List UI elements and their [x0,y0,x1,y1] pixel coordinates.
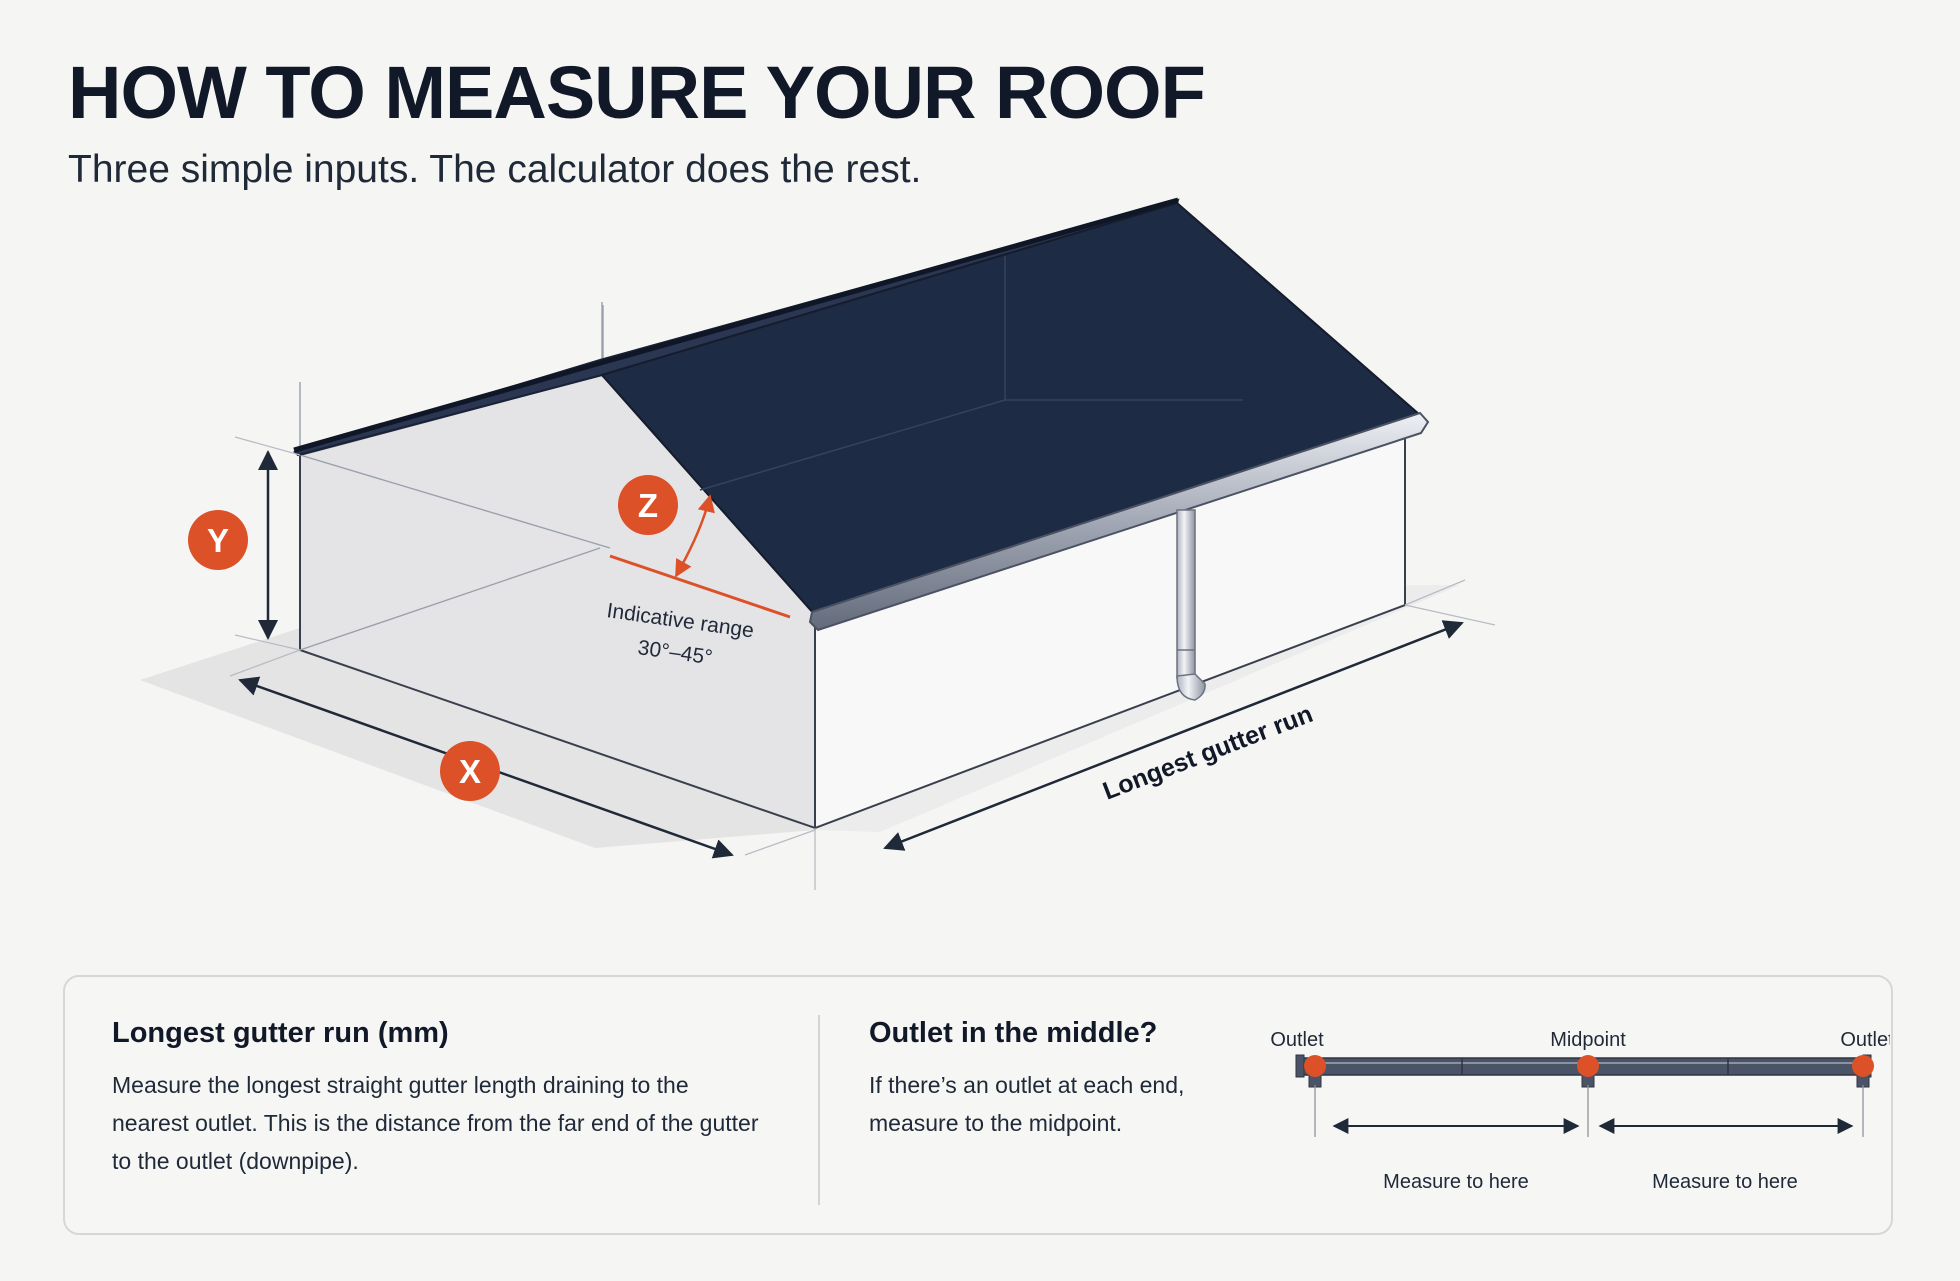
gutter [808,411,1430,632]
z-badge [618,475,678,535]
dimension-x: X [238,676,734,859]
gutter-outlet-diagram: Outlet Midpoint Outlet Mea [1270,1029,1890,1193]
page-title: HOW TO MEASURE YOUR ROOF [68,51,1206,134]
card-divider [818,1015,820,1205]
left-measure-label: Measure to here [1383,1171,1529,1193]
x-badge-label: X [459,753,481,790]
outlet-middle-title: Outlet in the middle? [869,1017,1158,1049]
x-badge [440,741,500,801]
right-measure-label: Measure to here [1652,1171,1798,1193]
gutter-run-description: Measure the longest straight gutter leng… [112,1072,759,1174]
outlet-middle-description: If there’s an outlet at each end, measur… [869,1072,1185,1136]
midpoint-marker [1577,1055,1599,1077]
right-outlet-marker [1852,1055,1874,1077]
info-card: Longest gutter run (mm) Measure the long… [63,975,1893,1235]
right-outlet-label: Outlet [1840,1029,1890,1051]
midpoint-label: Midpoint [1550,1029,1626,1051]
y-badge-label: Y [207,522,229,559]
y-badge [188,510,248,570]
page-subtitle: Three simple inputs. The calculator does… [68,148,922,191]
z-badge-label: Z [638,487,658,524]
dimension-guides [229,436,1496,890]
left-outlet-marker [1304,1055,1326,1077]
dimension-y: Y [188,450,278,640]
gutter-run-title: Longest gutter run (mm) [112,1017,449,1049]
left-outlet-label: Outlet [1270,1029,1324,1051]
